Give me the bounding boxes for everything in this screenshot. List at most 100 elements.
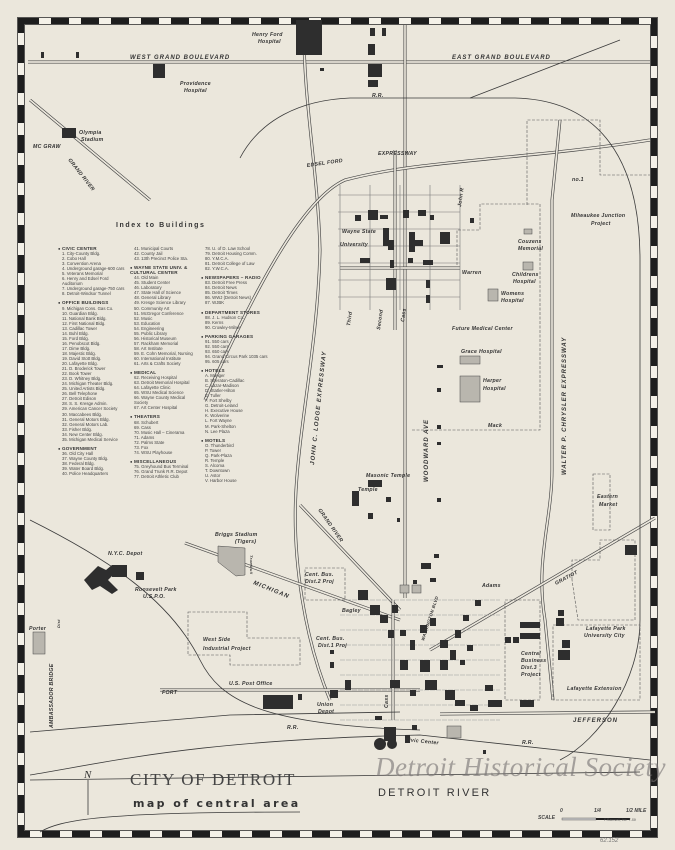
label-adams: Adams (481, 583, 501, 589)
building (437, 498, 441, 502)
label-mcgraw: MC GRAW (33, 144, 62, 150)
label-detroit-river: DETROIT RIVER (378, 787, 492, 799)
briggs-stadium (217, 545, 246, 577)
project-areas (187, 119, 650, 701)
label-west-side: West Side (203, 637, 230, 643)
index-item: 93. 650 cars (205, 348, 229, 354)
index-item: 77. Detroit Athletic Club (134, 473, 179, 479)
label-lafayette-extension: Lafayette Extension (567, 686, 622, 692)
index-item: 64. Lafayette Clinic (134, 385, 171, 391)
nyc-depot-building (84, 565, 118, 594)
index-item: 30. Maccabees Bldg. (62, 411, 103, 417)
index-item: 80. Y.M.C.A. (205, 256, 229, 262)
label-cbd2-2: Dist.2 Proj (305, 579, 334, 585)
index-item: 11. National Bank Bldg. (62, 315, 107, 321)
index-item: 71. Adams (134, 434, 155, 440)
index-item: 87. WJBK (205, 300, 225, 306)
label-chrysler-expressway: WALTER P. CHRYSLER EXPRESSWAY (562, 337, 568, 475)
index-item: 82. Y.W.C.A. (205, 266, 229, 272)
label-grace-hospital: Grace Hospital (461, 349, 502, 355)
building (76, 52, 79, 58)
index-title: Index to Buildings (116, 222, 206, 229)
index-item: 46. Laboratory (134, 285, 162, 291)
building (368, 64, 382, 77)
index-item: 19. David Stott Bldg. (62, 355, 102, 361)
building (520, 633, 540, 639)
building (437, 365, 443, 368)
label-fort: FORT (162, 690, 178, 696)
building (455, 630, 461, 638)
label-grand-river: GRAND RIVER (66, 158, 95, 193)
label-cbd1-2: Dist.1 Proj (318, 643, 347, 649)
label-woodward-ave: WOODWARD AVE (424, 419, 430, 482)
frame-bars (18, 18, 657, 837)
railroad-loop (239, 97, 641, 761)
index-item: T. Downtown (205, 467, 230, 473)
label-expressway: EXPRESSWAY (378, 151, 417, 157)
index-item: 21. D. Broderick Tower (62, 366, 106, 372)
building (450, 650, 456, 660)
index-item: 36. Old City Hall (62, 450, 94, 456)
building (386, 497, 391, 502)
building (437, 442, 441, 445)
building (360, 258, 370, 263)
scale-bar (561, 817, 630, 821)
index-item: 79. Detroit Housing Comm. (205, 251, 257, 257)
lafayette-extension (552, 624, 641, 701)
index-item: E. Tuller (205, 393, 221, 399)
building (470, 705, 478, 711)
label-uspo: U.S.P.O. (143, 594, 165, 600)
label-second: Second (376, 309, 385, 331)
index-item: 5. Veterans Memorial (62, 271, 103, 277)
building (345, 680, 351, 690)
label-rr: R.R. (372, 93, 384, 99)
label-warren: Warren (462, 270, 482, 276)
index-item: M. Park-Shelton (205, 423, 236, 429)
road-network (28, 24, 656, 833)
index-item: 94. Grand Circus Park 1035 cars (205, 353, 268, 359)
label-gratiot: GRATIOT (554, 569, 579, 586)
label-wayne-state: Wayne State (342, 229, 376, 235)
index-item: 91. 550 cars (205, 338, 229, 344)
scale-tick-quarter: 1/4 (594, 808, 601, 814)
index-item: 67. Art Center Hospital (134, 405, 178, 411)
index-item: 76. Grand Trunk R.R. Depot (134, 468, 188, 474)
label-nyc-depot: N.Y.C. Depot (108, 551, 143, 557)
building (418, 210, 426, 216)
building (483, 750, 486, 754)
index-item: 47. State Hall of Science (134, 290, 182, 296)
label-university-city: University City (584, 633, 626, 639)
scale-label: SCALE (538, 815, 555, 821)
buildings (32, 20, 637, 754)
index-item: K. Wolverine (205, 413, 230, 419)
label-cbd3-2: Business (521, 658, 546, 664)
building (368, 80, 378, 87)
building (386, 278, 396, 290)
building (408, 258, 413, 263)
index-item: 15. Ford Bldg. (62, 335, 89, 341)
building (409, 232, 415, 252)
label-civic-center: Civic Center (405, 737, 440, 747)
label-briggs-stadium: Briggs Stadium (215, 532, 258, 538)
index-item: 83. Detroit Free Press (205, 280, 248, 286)
railroad-fort (29, 711, 401, 733)
building (440, 232, 450, 244)
label-milwaukee-2: Project (591, 221, 611, 227)
index-item: 88. J. L. Hudson Co. (205, 314, 245, 320)
label-future-medical-center: Future Medical Center (452, 326, 513, 332)
building (380, 615, 388, 623)
index-item: 31. General Motors Bldg. (62, 416, 110, 422)
label-dist: Dist (56, 619, 61, 628)
label-us-post-office: U.S. Post Office (229, 681, 273, 687)
label-womens: Womens (501, 291, 524, 297)
building (412, 725, 417, 730)
index-item: 60. International Institute (134, 355, 182, 361)
index-item: 81. Detroit College of Law (205, 261, 255, 267)
index-item: A. Manger (205, 373, 225, 379)
building (430, 578, 436, 582)
grand-river-avenue-fill (29, 99, 401, 611)
